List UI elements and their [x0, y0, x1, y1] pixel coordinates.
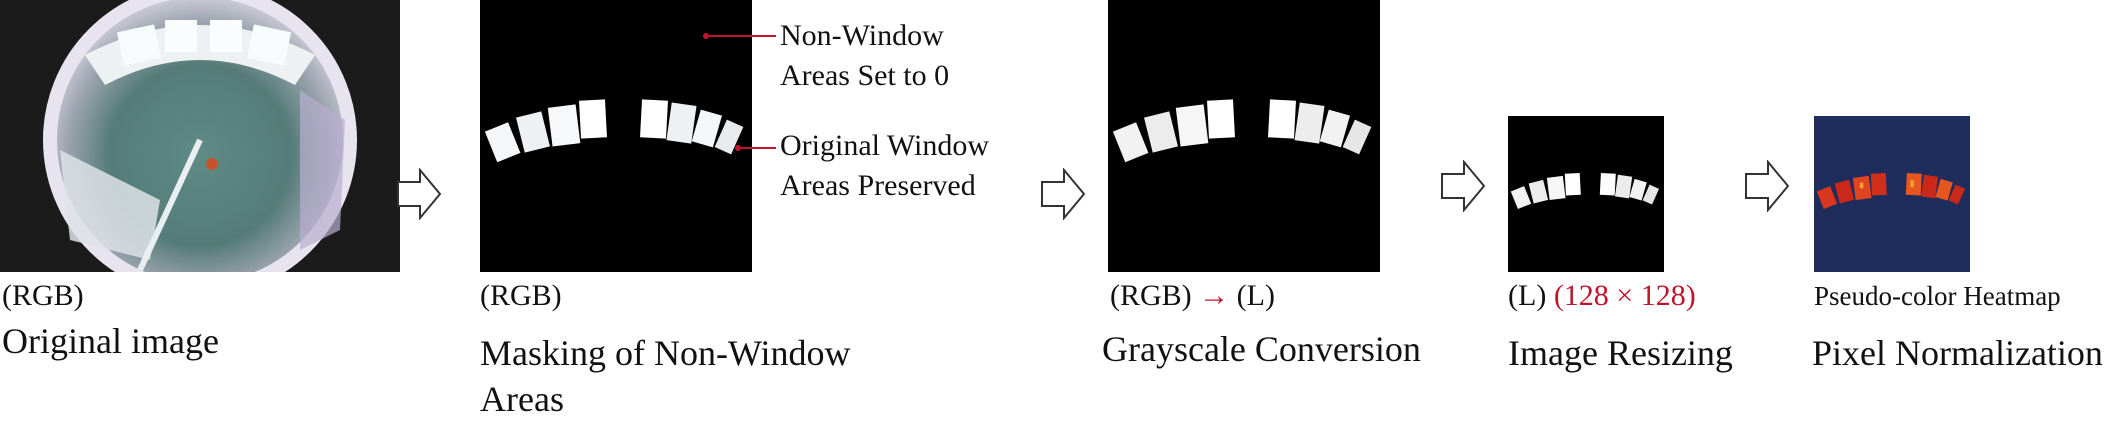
hollow-right-arrow-icon: [1041, 168, 1086, 220]
step2-format-label: (RGB): [480, 279, 562, 312]
grayscale-window-shapes: [1108, 0, 1380, 272]
step2-title-line2: Areas: [480, 379, 564, 419]
original-fisheye-image: [0, 0, 400, 272]
masked-window-shapes: [480, 0, 752, 272]
annotation-non-window-line1: Non-Window: [780, 19, 944, 52]
step3-format-from: (RGB): [1110, 279, 1192, 312]
resized-window-shapes: [1508, 116, 1664, 272]
step2-title: Masking of Non-Window Areas: [480, 330, 851, 422]
resized-image-panel: [1508, 116, 1664, 272]
step1-format-label: (RGB): [2, 279, 84, 312]
heatmap-image-panel: [1814, 116, 1970, 272]
step5-title: Pixel Normalization: [1812, 333, 2103, 373]
step4-size: (128 × 128): [1553, 279, 1696, 312]
step3-format-to: (L): [1236, 279, 1275, 312]
annotation-non-window-line2: Areas Set to 0: [780, 59, 950, 92]
hollow-right-arrow-icon: [397, 168, 442, 220]
step1-title: Original image: [2, 321, 219, 361]
step5-format-label: Pseudo-color Heatmap: [1814, 281, 2061, 311]
masked-image-panel: [480, 0, 752, 272]
annotation-non-window: Non-Window Areas Set to 0: [780, 16, 949, 96]
step4-format: (L): [1508, 279, 1547, 312]
step3-format-label: (RGB) → (L): [1110, 280, 1275, 312]
annotation-window-preserved-line1: Original Window: [780, 129, 990, 162]
step2-title-line1: Masking of Non-Window: [480, 333, 851, 373]
hollow-right-arrow-icon: [1745, 160, 1790, 212]
step3-title: Grayscale Conversion: [1102, 329, 1421, 369]
step4-title: Image Resizing: [1508, 333, 1733, 373]
heatmap-window-shapes: [1814, 116, 1970, 272]
step4-format-label: (L) (128 × 128): [1508, 280, 1696, 312]
grayscale-image-panel: [1108, 0, 1380, 272]
annotation-leader-lines: [706, 35, 776, 149]
conversion-arrow-icon: →: [1199, 279, 1230, 312]
hollow-right-arrow-icon: [1441, 160, 1486, 212]
annotation-window-preserved: Original Window Areas Preserved: [780, 126, 989, 206]
annotation-window-preserved-line2: Areas Preserved: [780, 169, 976, 202]
fisheye-room-photo: [0, 0, 400, 272]
